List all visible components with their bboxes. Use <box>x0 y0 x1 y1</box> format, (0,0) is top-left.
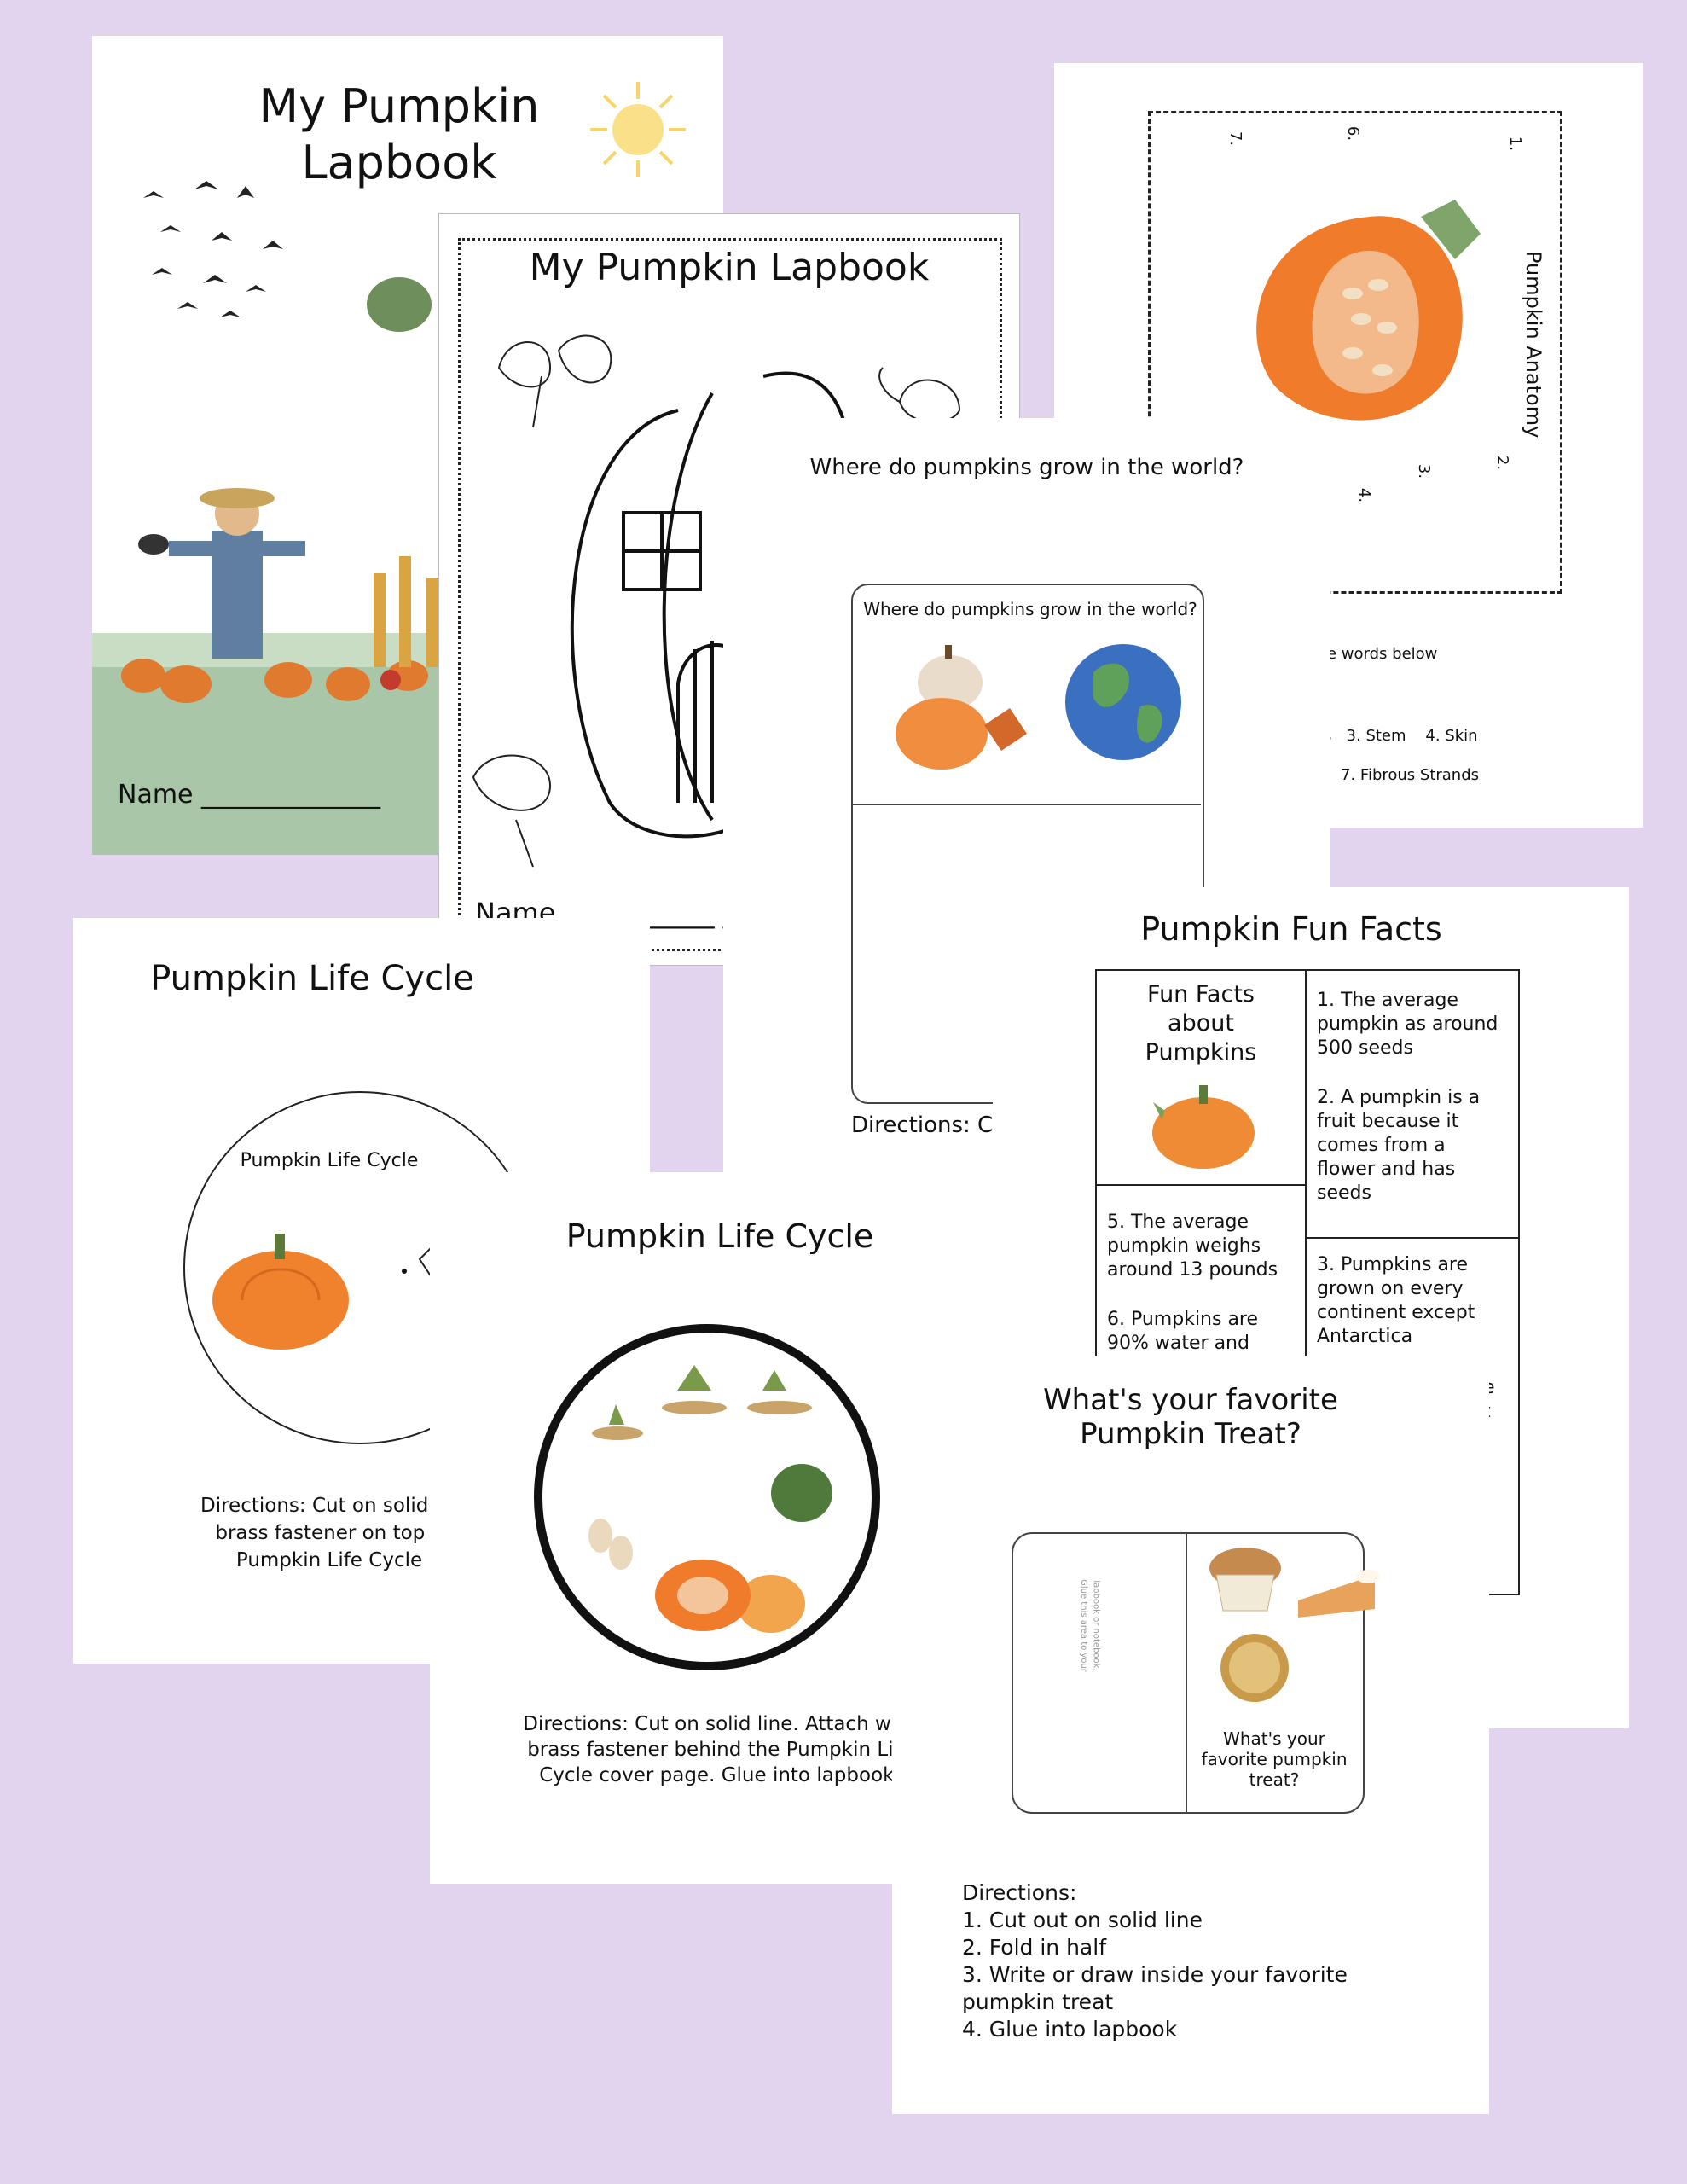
treat-card-l3: treat? <box>1249 1769 1300 1790</box>
lcc-directions-l3: Pumpkin Life Cycle <box>235 1549 423 1571</box>
fact2-l3: comes from a <box>1317 1135 1446 1156</box>
lcc-title: Pumpkin Life Cycle <box>150 959 474 998</box>
treat-dir-4: 4. Glue into lapbook <box>962 2017 1178 2042</box>
fact1-l1: 1. The average <box>1317 990 1458 1011</box>
globe-icon <box>1065 644 1181 760</box>
world-page: Where do pumpkins grow in the world? Whe… <box>723 418 1330 1297</box>
fact5-l1: 5. The average <box>1107 1211 1249 1233</box>
anatomy-word-bank-row2: 7. Fibrous Strands <box>1341 766 1480 784</box>
pumpkin-icon-small <box>1152 1085 1255 1169</box>
fact1-l2: pumpkin as around <box>1317 1014 1499 1035</box>
fact1-l3: 500 seeds <box>1317 1037 1413 1059</box>
world-card-fold-line <box>853 804 1201 805</box>
treat-glue-note-l2: lapbook or notebook. <box>1091 1580 1101 1671</box>
fact5-l3: around 13 pounds <box>1107 1259 1278 1281</box>
cover-title-line2: Lapbook <box>301 136 497 189</box>
anatomy-num-6: 6. <box>1344 125 1363 142</box>
treat-dir-1: 1. Cut out on solid line <box>962 1908 1203 1932</box>
lcc-directions-l1: Directions: Cut on solid lin <box>200 1495 458 1517</box>
fun-facts-cell-title-l3: Pumpkins <box>1145 1039 1257 1066</box>
treat-page: What's your favorite Pumpkin Treat? Glue… <box>892 1356 1489 2114</box>
fact2-l4: flower and has <box>1317 1159 1456 1180</box>
life-cycle-title: Pumpkin Life Cycle <box>565 1217 874 1255</box>
fact2-l2: fruit because it <box>1317 1111 1459 1132</box>
fun-facts-cell-title-l1: Fun Facts <box>1147 981 1255 1008</box>
fact5-l2: pumpkin weighs <box>1107 1235 1261 1257</box>
life-cycle-directions-l3: Cycle cover page. Glue into lapbook. <box>539 1764 901 1786</box>
fun-facts-row-divider-left <box>1095 1184 1307 1186</box>
fact3-l1: 3. Pumpkins are <box>1317 1254 1469 1275</box>
bw-cover-title: My Pumpkin Lapbook <box>529 246 930 289</box>
fact2-l5: seeds <box>1317 1182 1371 1204</box>
treat-dir-2: 2. Fold in half <box>962 1935 1106 1960</box>
treat-dir-3: 3. Write or draw inside your favorite <box>962 1962 1348 1987</box>
fun-facts-cell-title-l2: about <box>1168 1010 1234 1037</box>
leaf-icon <box>497 334 612 428</box>
fun-facts-col-divider <box>1305 969 1307 1594</box>
lcc-wheel-label: Pumpkin Life Cycle <box>240 1150 419 1171</box>
pumpkin-icon <box>212 1234 349 1350</box>
treat-glue-note-l1: Glue this area to your <box>1078 1579 1088 1672</box>
anatomy-word-bank-row1: s 3. Stem 4. Skin <box>1324 727 1478 745</box>
seeds-bowl-icon <box>1220 1634 1289 1702</box>
fun-facts-row-divider-right <box>1305 1237 1518 1239</box>
fact3-l2: grown on every <box>1317 1278 1464 1299</box>
treat-title-l2: Pumpkin Treat? <box>1080 1417 1301 1451</box>
birds-icon <box>143 181 283 317</box>
pumpkin-cross-section <box>1256 200 1481 421</box>
fact6-l1: 6. Pumpkins are <box>1107 1309 1259 1330</box>
anatomy-rotated-title: Pumpkin Anatomy <box>1522 251 1545 439</box>
life-cycle-directions-l2: brass fastener behind the Pumpkin Life <box>527 1739 913 1761</box>
world-directions: Directions: C <box>851 1112 994 1138</box>
fun-facts-title: Pumpkin Fun Facts <box>1140 910 1442 948</box>
treat-title-l1: What's your favorite <box>1043 1383 1338 1417</box>
world-title: Where do pumpkins grow in the world? <box>809 455 1244 480</box>
treat-card-l1: What's your <box>1223 1728 1325 1749</box>
fact2-l1: 2. A pumpkin is a <box>1317 1087 1481 1108</box>
treat-card-l2: favorite pumpkin <box>1201 1749 1348 1769</box>
muffin-icon <box>1209 1548 1281 1612</box>
anatomy-num-2: 2. <box>1493 455 1512 471</box>
fact3-l3: continent except <box>1317 1302 1475 1323</box>
pumpkin-house-drawing <box>570 371 852 839</box>
anatomy-num-1: 1. <box>1506 136 1525 152</box>
life-cycle-wheel <box>534 1324 880 1670</box>
lcc-directions-l2: brass fastener on top o <box>215 1522 443 1544</box>
sun-icon <box>590 82 686 177</box>
anatomy-cut-box <box>1148 111 1562 594</box>
world-card-title: Where do pumpkins grow in the world? <box>863 599 1197 619</box>
pie-icon <box>1298 1570 1380 1618</box>
cover-title-line1: My Pumpkin <box>258 79 540 133</box>
treat-envelope-card <box>1012 1532 1365 1814</box>
fact6-l2: 90% water and <box>1107 1333 1249 1354</box>
leaf-icon-2 <box>472 754 552 868</box>
treat-dir-heading: Directions: <box>962 1880 1077 1905</box>
anatomy-num-7: 7. <box>1226 131 1245 147</box>
anatomy-words-below: e words below <box>1327 645 1438 663</box>
pumpkins-icon <box>896 645 1027 770</box>
anatomy-num-3: 3. <box>1415 463 1434 479</box>
treat-card-fold-line <box>1186 1532 1187 1812</box>
anatomy-num-4: 4. <box>1355 487 1374 503</box>
fact3-l4: Antarctica <box>1317 1326 1413 1347</box>
cover-name-line: Name ______________ <box>118 780 381 810</box>
treat-dir-3b: pumpkin treat <box>962 1989 1114 2014</box>
tree-icon <box>367 277 432 332</box>
life-cycle-directions-l1: Directions: Cut on solid line. Attach wi… <box>523 1713 917 1735</box>
